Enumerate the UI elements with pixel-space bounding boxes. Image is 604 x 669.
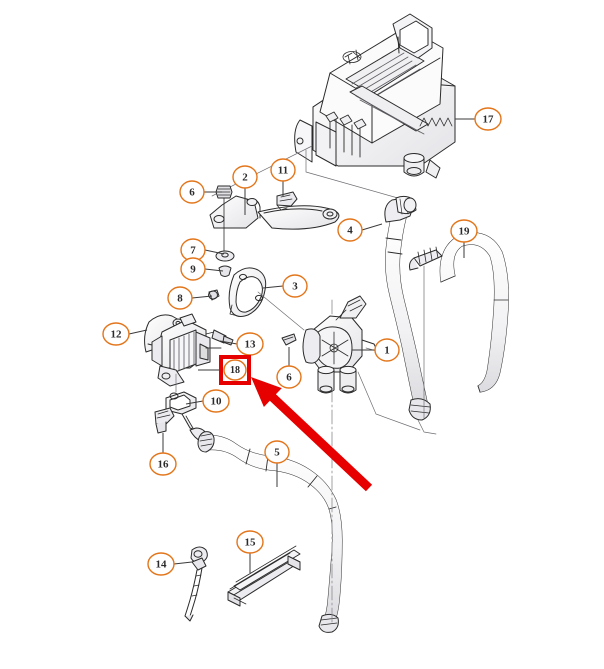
part-clip-16 <box>154 407 175 434</box>
highlight-arrow <box>251 377 373 492</box>
part-sensor-10 <box>165 373 209 443</box>
callout-1-label: 1 <box>384 345 390 357</box>
callout-4-label: 4 <box>347 225 353 237</box>
callout-1[interactable]: 1 <box>352 338 400 362</box>
callout-12-label: 12 <box>111 329 123 341</box>
callout-14-leader <box>173 561 193 565</box>
callout-3-circle[interactable] <box>282 274 308 298</box>
callout-6-circle[interactable] <box>179 180 205 204</box>
part-secondary-air-pump <box>151 313 222 387</box>
part-clip-11 <box>276 191 298 211</box>
callout-8-label: 8 <box>177 293 183 305</box>
callout-5[interactable]: 5 <box>264 440 290 487</box>
callout-13[interactable]: 13 <box>219 332 264 356</box>
callout-11[interactable]: 11 <box>270 158 296 196</box>
callout-14-circle[interactable] <box>147 552 175 576</box>
callout-3[interactable]: 3 <box>262 274 308 298</box>
callout-12[interactable]: 12 <box>102 322 148 346</box>
part-combination-valve <box>302 295 381 394</box>
callout-12-circle[interactable] <box>102 322 130 346</box>
callout-7-label: 7 <box>190 245 196 257</box>
callout-18-highlight-box[interactable] <box>219 355 251 385</box>
part-item-14 <box>184 546 208 622</box>
callout-16[interactable]: 16 <box>149 433 177 476</box>
callout-17-label: 17 <box>483 114 495 126</box>
callout-15-label: 15 <box>245 537 257 549</box>
callout-5-circle[interactable] <box>264 440 290 464</box>
callout-6b-circle[interactable] <box>276 365 302 389</box>
callout-17[interactable]: 17 <box>455 107 502 131</box>
callout-14[interactable]: 14 <box>147 552 193 576</box>
callout-13-label: 13 <box>245 339 257 351</box>
callout-2-label: 2 <box>242 172 248 184</box>
callout-14-label: 14 <box>156 559 168 571</box>
callout-15-circle[interactable] <box>236 530 264 554</box>
part-air-filter-housing <box>294 13 456 179</box>
callout-2[interactable]: 2 <box>232 165 258 215</box>
callout-6b[interactable]: 6 <box>276 347 302 389</box>
part-gasket-3 <box>228 267 267 317</box>
callout-6b-label: 6 <box>286 372 292 384</box>
callout-19-circle[interactable] <box>450 219 478 243</box>
callout-8-leader <box>191 295 213 299</box>
callout-11-label: 11 <box>278 165 288 177</box>
callout-18-label: 18 <box>230 365 240 376</box>
callout-16-circle[interactable] <box>149 452 177 476</box>
callout-19-label: 19 <box>459 226 471 238</box>
callout-1-circle[interactable] <box>374 338 400 362</box>
part-cap-9 <box>218 265 232 277</box>
callout-9[interactable]: 9 <box>180 257 224 281</box>
callout-12-leader <box>128 329 148 335</box>
callout-9-circle[interactable] <box>180 257 206 281</box>
callout-9-leader <box>204 268 224 272</box>
callout-4-circle[interactable] <box>337 218 363 242</box>
callout-3-label: 3 <box>292 281 298 293</box>
callout-10-leader <box>185 400 204 405</box>
callout-16-label: 16 <box>158 459 170 471</box>
callout-6[interactable]: 6 <box>179 180 222 204</box>
callout-19[interactable]: 19 <box>450 219 478 258</box>
part-hose-5 <box>197 431 343 633</box>
part-bolt-8 <box>208 289 220 301</box>
callout-8[interactable]: 8 <box>167 286 213 310</box>
callout-10-circle[interactable] <box>202 389 230 413</box>
callout-18-circle[interactable] <box>223 359 247 381</box>
callout-5-label: 5 <box>274 447 280 459</box>
part-bolt-6b <box>281 333 297 346</box>
callout-2-circle[interactable] <box>232 165 258 189</box>
callout-4[interactable]: 4 <box>337 218 383 242</box>
callout-4-leader <box>361 223 383 231</box>
part-bracket-lever <box>209 195 340 230</box>
callout-10-label: 10 <box>211 396 223 408</box>
callout-6-label: 6 <box>189 187 195 199</box>
callout-11-circle[interactable] <box>270 158 296 182</box>
callout-10[interactable]: 10 <box>185 389 230 413</box>
callout-9-label: 9 <box>190 264 196 276</box>
callout-15[interactable]: 15 <box>236 530 264 573</box>
part-hose-4 <box>384 195 437 435</box>
callout-13-leader <box>219 340 238 345</box>
callout-3-leader <box>262 285 284 289</box>
part-rail-15 <box>227 545 301 607</box>
callout-8-circle[interactable] <box>167 286 193 310</box>
callout-7-leader <box>204 249 225 255</box>
callout-7[interactable]: 7 <box>180 238 225 262</box>
part-hose-19 <box>409 232 509 393</box>
callout-17-circle[interactable] <box>474 107 502 131</box>
